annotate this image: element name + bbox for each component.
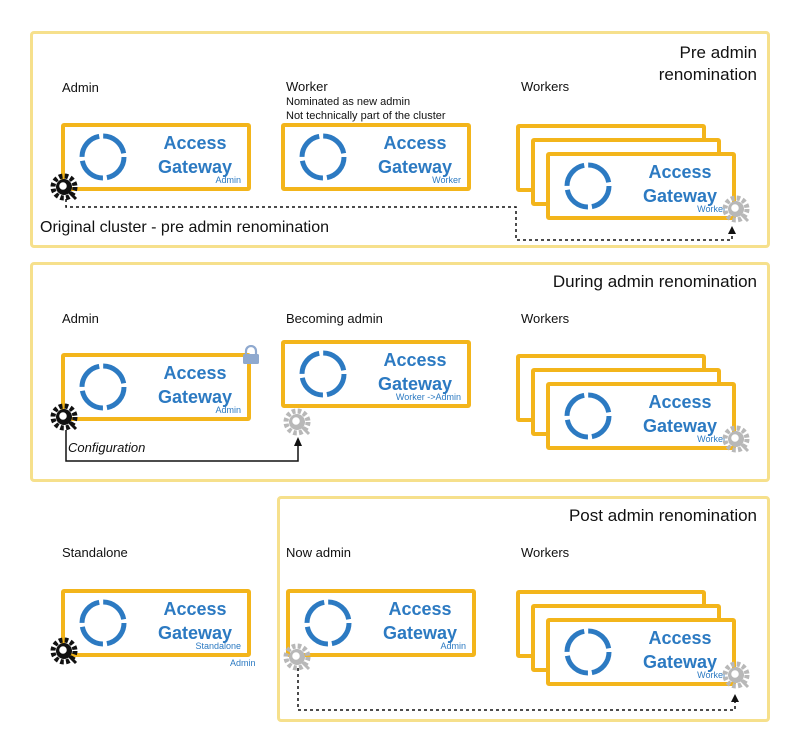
panel-during-title: During admin renomination bbox=[552, 272, 757, 291]
row1-worker-note2: Not technically part of the cluster bbox=[286, 110, 446, 122]
standalone-admin-label: Admin bbox=[230, 658, 256, 668]
gear-search-icon[interactable] bbox=[722, 195, 752, 225]
card-title-line2: Gateway bbox=[642, 652, 718, 672]
ring-icon bbox=[299, 133, 347, 181]
card-title-line1: Access bbox=[383, 350, 447, 370]
row3-workers-label: Workers bbox=[521, 545, 570, 560]
gear-search-icon[interactable] bbox=[50, 403, 80, 433]
cluster-caption: Original cluster - pre admin renominatio… bbox=[40, 219, 330, 236]
card-role: Standalone bbox=[195, 641, 241, 651]
access-gateway-card-standalone[interactable]: Access Gateway Standalone bbox=[61, 589, 251, 657]
card-title-line1: Access bbox=[648, 392, 712, 412]
gear-search-icon[interactable] bbox=[283, 408, 313, 438]
card-title-line1: Access bbox=[163, 133, 227, 153]
configuration-label: Configuration bbox=[68, 440, 146, 455]
row2-admin-label: Admin bbox=[62, 311, 99, 326]
gear-search-icon[interactable] bbox=[722, 425, 752, 455]
arrow-head-icon bbox=[728, 226, 736, 234]
card-title-line1: Access bbox=[648, 628, 712, 648]
panel-pre-title-line1: Pre admin bbox=[679, 43, 757, 62]
card-title-line2: Gateway bbox=[382, 623, 458, 643]
dotted-connector-row1 bbox=[65, 199, 733, 241]
card-role: Worker ->Admin bbox=[395, 392, 461, 402]
gear-search-icon[interactable] bbox=[50, 173, 80, 203]
dotted-connector-row3 bbox=[297, 668, 736, 711]
gear-search-icon[interactable] bbox=[722, 661, 752, 691]
card-title-line1: Access bbox=[163, 599, 227, 619]
panel-post-title: Post admin renomination bbox=[568, 506, 757, 525]
gear-search-icon[interactable] bbox=[50, 637, 80, 667]
ring-icon bbox=[299, 350, 347, 398]
row3-now-admin-label: Now admin bbox=[286, 545, 352, 560]
row1-worker-label: Worker bbox=[286, 79, 328, 94]
card-title-line2: Gateway bbox=[377, 157, 453, 177]
row1-workers-label: Workers bbox=[521, 79, 570, 94]
access-gateway-card-workers[interactable]: Access Gateway Worker bbox=[546, 382, 736, 450]
access-gateway-card-workers[interactable]: Access Gateway Worker bbox=[546, 618, 736, 686]
card-role: Worker bbox=[432, 175, 461, 185]
access-gateway-card-now-admin[interactable]: Access Gateway Admin bbox=[286, 589, 476, 657]
access-gateway-card-worker-nominated[interactable]: Access Gateway Worker bbox=[281, 123, 471, 191]
card-role: Worker bbox=[697, 670, 726, 680]
ring-icon bbox=[79, 599, 127, 647]
row1-admin-label: Admin bbox=[62, 80, 99, 95]
ring-icon bbox=[304, 599, 352, 647]
ring-icon bbox=[564, 628, 612, 676]
access-gateway-card-becoming-admin[interactable]: Access Gateway Worker ->Admin bbox=[281, 340, 471, 408]
card-role: Admin bbox=[215, 405, 241, 415]
row2-becoming-admin-label: Becoming admin bbox=[286, 311, 383, 326]
gear-search-icon[interactable] bbox=[283, 643, 313, 673]
card-title-line2: Gateway bbox=[642, 186, 718, 206]
panel-pre-title-line2: renomination bbox=[658, 65, 757, 84]
card-title-line1: Access bbox=[163, 363, 227, 383]
access-gateway-card-workers[interactable]: Access Gateway Worker bbox=[546, 152, 736, 220]
card-title-line1: Access bbox=[383, 133, 447, 153]
arrow-head-icon bbox=[294, 437, 302, 446]
ring-icon bbox=[79, 363, 127, 411]
config-connector bbox=[65, 430, 299, 462]
card-title-line2: Gateway bbox=[377, 374, 453, 394]
lock-icon bbox=[243, 345, 259, 364]
card-role: Worker bbox=[697, 434, 726, 444]
card-title-line2: Gateway bbox=[642, 416, 718, 436]
ring-icon bbox=[564, 392, 612, 440]
card-title-line1: Access bbox=[648, 162, 712, 182]
card-title-line2: Gateway bbox=[157, 623, 233, 643]
row3-standalone-label: Standalone bbox=[62, 545, 128, 560]
arrow-head-icon bbox=[731, 694, 739, 702]
card-title-line2: Gateway bbox=[157, 157, 233, 177]
row2-workers-label: Workers bbox=[521, 311, 570, 326]
access-gateway-card-admin[interactable]: Access Gateway Admin bbox=[61, 123, 251, 191]
row1-worker-note1: Nominated as new admin bbox=[286, 96, 411, 108]
card-title-line2: Gateway bbox=[157, 387, 233, 407]
ring-icon bbox=[564, 162, 612, 210]
card-role: Worker bbox=[697, 204, 726, 214]
card-role: Admin bbox=[215, 175, 241, 185]
card-title-line1: Access bbox=[388, 599, 452, 619]
ring-icon bbox=[79, 133, 127, 181]
card-role: Admin bbox=[440, 641, 466, 651]
access-gateway-card-admin-locked[interactable]: Access Gateway Admin bbox=[61, 353, 251, 421]
